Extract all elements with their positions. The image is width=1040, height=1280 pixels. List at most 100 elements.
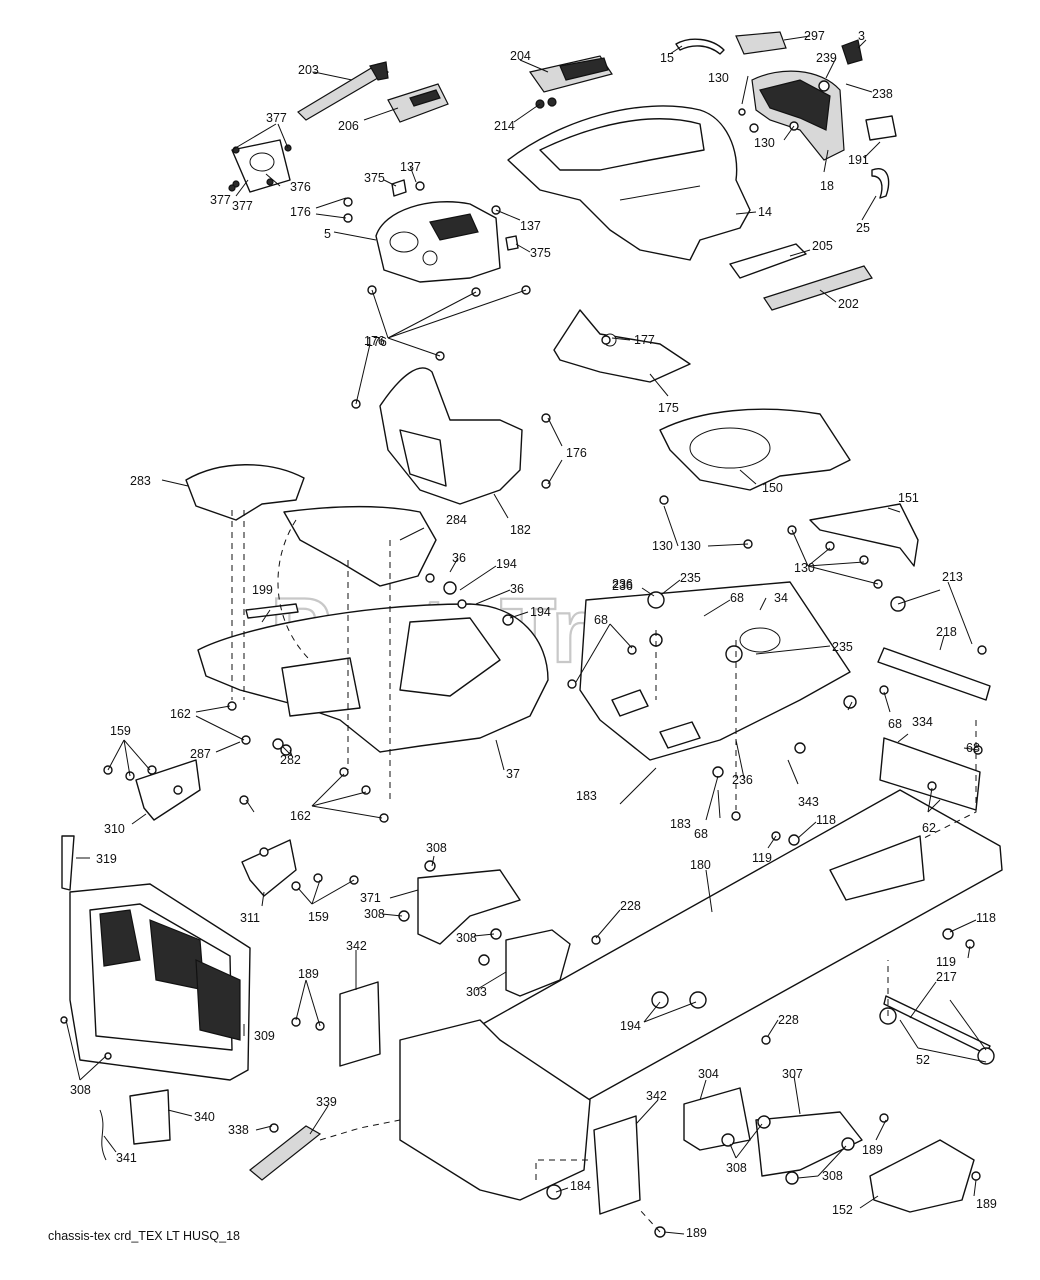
- callout-176: 176: [290, 205, 311, 219]
- callout-310: 310: [104, 822, 125, 836]
- callout-282: 282: [280, 753, 301, 767]
- part-182-housing: [379, 367, 523, 505]
- callout-308: 308: [426, 841, 447, 855]
- part-202-panel: [763, 265, 873, 311]
- callout-194: 194: [496, 557, 517, 571]
- callout-182: 182: [510, 523, 531, 537]
- callout-202: 202: [838, 297, 859, 311]
- part-205-panel: [729, 243, 807, 279]
- callout-238: 238: [872, 87, 893, 101]
- callout-194-b: 194: [530, 605, 551, 619]
- callout-213: 213: [942, 570, 963, 584]
- callout-287: 287: [190, 747, 211, 761]
- part-342-plate-2: [593, 1115, 641, 1215]
- callout-334: 334: [912, 715, 933, 729]
- part-191-badge: [865, 115, 897, 141]
- callout-309: 309: [254, 1029, 275, 1043]
- callout-130-d: 130: [680, 539, 701, 553]
- callout-118: 118: [816, 813, 836, 827]
- part-375-knob-2: [505, 235, 519, 251]
- callout-204: 204: [510, 49, 531, 63]
- part-204-vent: [528, 55, 613, 109]
- callout-189: 189: [298, 967, 319, 981]
- callout-338: 338: [228, 1123, 249, 1137]
- callout-377-c: 377: [210, 193, 231, 207]
- callout-376: 376: [290, 180, 311, 194]
- callout-236-b: 236: [612, 577, 633, 591]
- callout-375: 375: [364, 171, 385, 185]
- callout-118-b: 118: [976, 911, 996, 925]
- callout-307: 307: [782, 1067, 803, 1081]
- part-199-clip: [245, 603, 299, 619]
- callout-176-d: 176: [364, 334, 385, 348]
- callout-303: 303: [466, 985, 487, 999]
- callout-151: 151: [898, 491, 919, 505]
- callout-375-b: 375: [530, 246, 551, 260]
- leader-lines: [65, 35, 987, 1235]
- callout-217: 217: [936, 970, 957, 984]
- part-339-lever: [249, 1125, 322, 1181]
- callout-228-b: 228: [778, 1013, 799, 1027]
- callout-284: 284: [446, 513, 467, 527]
- callout-205: 205: [812, 239, 833, 253]
- callout-177: 177: [634, 333, 655, 347]
- callout-339: 339: [316, 1095, 337, 1109]
- part-180-frame: [399, 789, 1003, 1201]
- part-340-plate: [129, 1089, 171, 1145]
- part-15-strip: [675, 38, 725, 55]
- callout-162-b: 162: [290, 809, 311, 823]
- callout-152: 152: [832, 1203, 853, 1217]
- part-371-shield: [417, 869, 521, 945]
- callout-189-c: 189: [976, 1197, 997, 1211]
- part-342-plate: [339, 981, 381, 1067]
- part-217-rod: [883, 995, 991, 1055]
- part-150-tray: [659, 408, 851, 491]
- part-309-grille: [69, 883, 251, 1081]
- part-18-grille: [751, 70, 845, 161]
- callout-37: 37: [506, 767, 520, 781]
- callout-308-f: 308: [822, 1169, 843, 1183]
- callout-68-d: 68: [694, 827, 708, 841]
- callout-341: 341: [116, 1151, 137, 1165]
- callout-175: 175: [658, 401, 679, 415]
- callout-68-e: 68: [966, 741, 980, 755]
- callout-377-b: 377: [232, 199, 253, 213]
- callout-130-e: 130: [794, 561, 815, 575]
- diagram-caption: chassis-tex crd_TEX LT HUSQ_18: [48, 1229, 240, 1243]
- callout-34: 34: [774, 591, 788, 605]
- callout-214: 214: [494, 119, 515, 133]
- callout-176-b: 176: [366, 335, 387, 349]
- part-297-block: [735, 31, 787, 55]
- part-284-seat: [283, 506, 437, 587]
- callout-159-b: 159: [308, 910, 329, 924]
- callout-311: 311: [240, 911, 260, 925]
- callout-308-c: 308: [456, 931, 477, 945]
- callout-199: 199: [252, 583, 273, 597]
- callout-340: 340: [194, 1110, 215, 1124]
- callout-183: 183: [576, 789, 597, 803]
- part-375-knob: [391, 179, 407, 197]
- callout-308-b: 308: [364, 907, 385, 921]
- callout-236: 236: [612, 579, 633, 593]
- callout-308-e: 308: [726, 1161, 747, 1175]
- part-218-plate: [877, 647, 991, 701]
- callout-342-b: 342: [646, 1089, 667, 1103]
- part-304-bracket: [683, 1087, 751, 1151]
- callout-36: 36: [452, 551, 466, 565]
- callout-297: 297: [804, 29, 825, 43]
- callout-68: 68: [730, 591, 744, 605]
- callout-119: 119: [752, 851, 772, 865]
- callout-283: 283: [130, 474, 151, 488]
- callout-5: 5: [324, 227, 331, 241]
- callout-304: 304: [698, 1067, 719, 1081]
- part-175-bracket: [553, 309, 691, 383]
- callout-159: 159: [110, 724, 131, 738]
- callout-137-b: 137: [520, 219, 541, 233]
- callout-130-b: 130: [754, 136, 775, 150]
- callout-162: 162: [170, 707, 191, 721]
- callout-239: 239: [816, 51, 837, 65]
- callout-180: 180: [690, 858, 711, 872]
- callout-52: 52: [916, 1053, 930, 1067]
- callout-308-d: 308: [70, 1083, 91, 1097]
